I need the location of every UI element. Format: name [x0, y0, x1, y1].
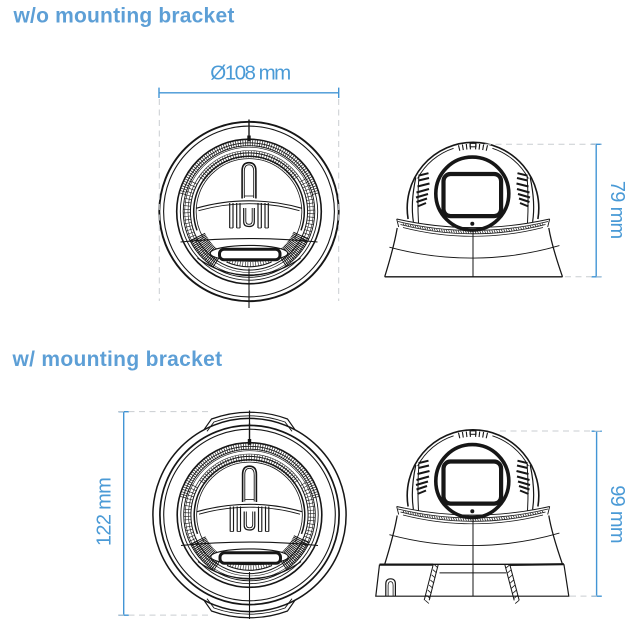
svg-text:w/o mounting bracket: w/o mounting bracket [13, 5, 235, 28]
svg-text:Ø108 mm: Ø108 mm [210, 62, 290, 85]
svg-text:122 mm: 122 mm [93, 478, 115, 546]
svg-text:w/ mounting bracket: w/ mounting bracket [12, 348, 223, 371]
svg-text:99 mm: 99 mm [606, 485, 628, 543]
svg-text:79 mm: 79 mm [606, 181, 628, 239]
